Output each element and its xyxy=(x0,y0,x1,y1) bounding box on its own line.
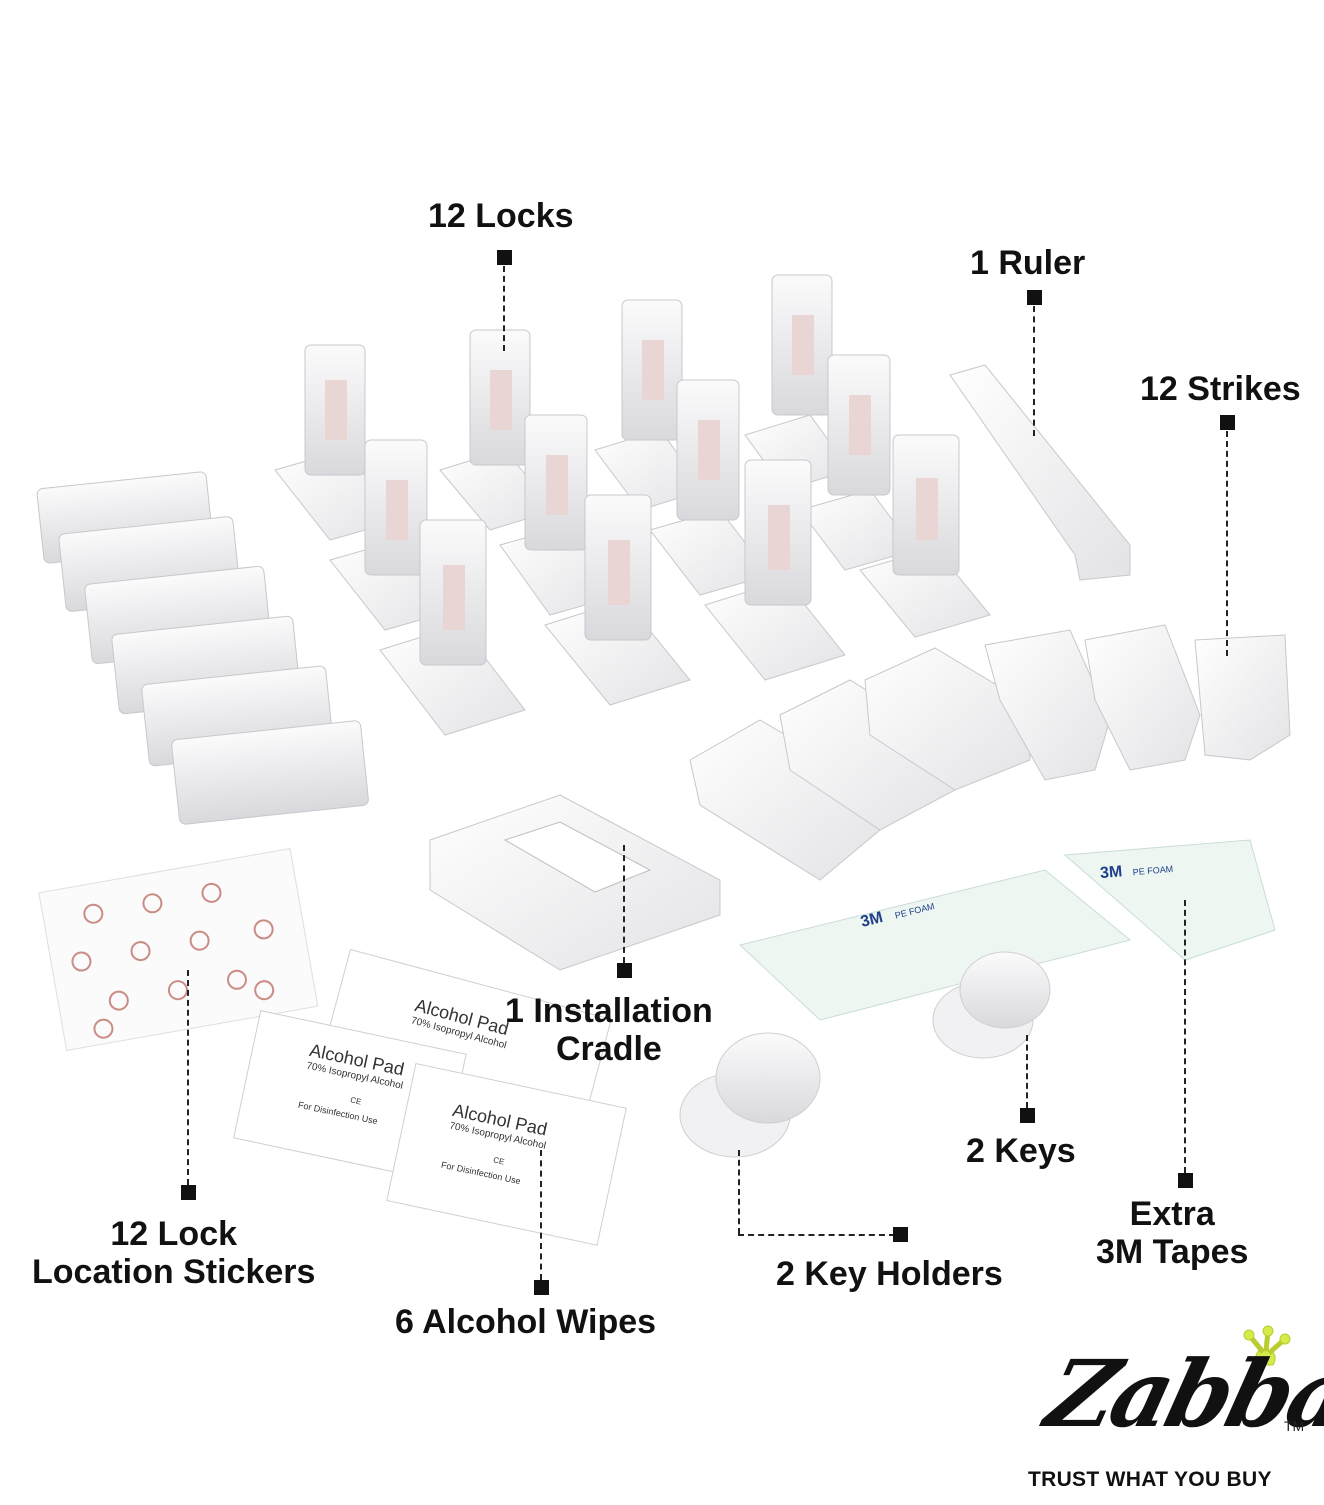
leader-keys xyxy=(1026,1035,1028,1108)
label-wipes: 6 Alcohol Wipes xyxy=(395,1303,657,1341)
brand-tagline: TRUST WHAT YOU BUY xyxy=(1028,1468,1272,1491)
lock-item xyxy=(379,519,526,736)
strike-stack-left xyxy=(36,471,369,825)
alcohol-pads xyxy=(233,948,627,1246)
marker-strikes xyxy=(1220,415,1235,430)
marker-key-holders xyxy=(893,1227,908,1242)
label-cradle-line1: 1 Installation xyxy=(505,992,713,1030)
label-cradle: 1 Installation Cradle xyxy=(505,992,713,1068)
label-tapes-line1: Extra xyxy=(1129,1195,1215,1233)
leader-strikes xyxy=(1226,431,1228,656)
sticker-sheet xyxy=(38,847,319,1051)
leader-tapes xyxy=(1184,900,1186,1173)
marker-ruler xyxy=(1027,290,1042,305)
leader-key-holders-h xyxy=(738,1234,895,1236)
leader-key-holders xyxy=(738,1150,740,1234)
leader-ruler xyxy=(1033,306,1035,436)
label-tapes: Extra 3M Tapes xyxy=(1096,1195,1248,1271)
marker-tapes xyxy=(1178,1173,1193,1188)
tape-material: PE FOAM xyxy=(1132,863,1174,878)
marker-stickers xyxy=(181,1185,196,1200)
locks-group xyxy=(274,274,991,736)
marker-cradle xyxy=(617,963,632,978)
label-ruler: 1 Ruler xyxy=(970,244,1086,282)
label-stickers: 12 Lock Location Stickers xyxy=(32,1215,315,1291)
label-keys: 2 Keys xyxy=(966,1132,1076,1170)
lock-item xyxy=(704,459,846,681)
lock-item xyxy=(499,414,621,616)
marker-locks xyxy=(497,250,512,265)
leader-stickers xyxy=(187,970,189,1185)
lock-item xyxy=(799,354,916,571)
installation-cradle xyxy=(429,794,721,971)
tape-brand: 3M xyxy=(1099,863,1123,883)
leader-wipes xyxy=(540,1150,542,1280)
lock-item xyxy=(859,434,991,638)
lock-item xyxy=(649,379,771,596)
lock-item xyxy=(544,494,691,706)
brand-trademark: TM xyxy=(1284,1418,1305,1434)
label-strikes: 12 Strikes xyxy=(1140,370,1301,408)
label-stickers-line1: 12 Lock xyxy=(110,1215,238,1253)
label-key-holders: 2 Key Holders xyxy=(776,1255,1003,1293)
brand-logo: Zabba xyxy=(1036,1340,1324,1448)
marker-wipes xyxy=(534,1280,549,1295)
keys-group xyxy=(679,951,1051,1158)
leader-locks xyxy=(503,266,505,351)
frog-foot-icon xyxy=(1243,1325,1291,1366)
label-stickers-line2: Location Stickers xyxy=(32,1253,316,1291)
label-locks: 12 Locks xyxy=(428,197,574,235)
label-cradle-line2: Cradle xyxy=(556,1030,662,1068)
ruler-shape xyxy=(949,364,1131,581)
leader-cradle xyxy=(623,845,625,963)
tape-sheets xyxy=(738,839,1276,1021)
marker-keys xyxy=(1020,1108,1035,1123)
label-tapes-line2: 3M Tapes xyxy=(1096,1233,1249,1271)
strike-row-right xyxy=(689,624,1291,881)
lock-item xyxy=(439,329,556,531)
